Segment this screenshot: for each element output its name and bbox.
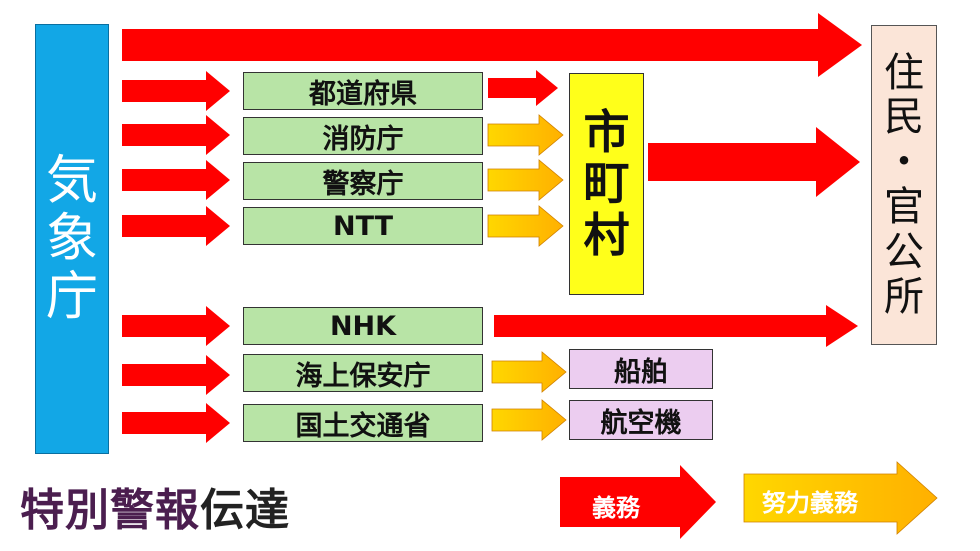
residents-char-3: ・ bbox=[884, 139, 924, 186]
residents-char-1: 住 bbox=[884, 49, 924, 96]
municipality-char-2: 町 bbox=[583, 156, 630, 211]
agency-nhk: NHK bbox=[243, 307, 483, 345]
residents-char-6: 所 bbox=[884, 273, 924, 320]
arrow-jma-ntt bbox=[122, 206, 230, 246]
agency-police: 警察庁 bbox=[243, 162, 483, 200]
arrow-coastguard-ships bbox=[491, 351, 567, 393]
legend-effort-arrow bbox=[743, 461, 938, 535]
residents-char-2: 民 bbox=[884, 94, 924, 141]
agency-mlit: 国土交通省 bbox=[243, 404, 483, 442]
diagram-title: 特別警報伝達 bbox=[20, 474, 290, 538]
residents-char-4: 官 bbox=[884, 184, 924, 230]
arrow-nhk-residents bbox=[494, 305, 858, 347]
arrow-jma-residents bbox=[122, 13, 862, 77]
residents-box: 住 民 ・ 官 公 所 bbox=[871, 25, 937, 345]
agency-fire-dept: 消防庁 bbox=[243, 117, 483, 155]
title-tail: 伝達 bbox=[200, 485, 290, 536]
aircraft-box: 航空機 bbox=[569, 400, 713, 440]
arrow-jma-prefecture bbox=[122, 71, 230, 111]
residents-char-5: 公 bbox=[884, 228, 924, 275]
legend-effort-label: 努力義務 bbox=[762, 489, 858, 517]
agency-coast-guard: 海上保安庁 bbox=[243, 354, 483, 392]
arrow-municipality-residents bbox=[648, 127, 860, 197]
arrow-ntt-municipality bbox=[487, 205, 564, 247]
agency-ntt: NTT bbox=[243, 207, 483, 245]
ships-box: 船舶 bbox=[569, 349, 713, 389]
arrow-jma-coast-guard bbox=[122, 355, 230, 395]
arrow-jma-fire-dept bbox=[122, 115, 230, 155]
jma-char-3: 庁 bbox=[45, 267, 98, 328]
arrow-prefecture-municipality bbox=[488, 70, 558, 106]
jma-char-2: 象 bbox=[45, 208, 98, 269]
arrow-fire-municipality bbox=[487, 114, 564, 156]
arrow-jma-nhk bbox=[122, 306, 230, 346]
jma-source-box: 気 象 庁 bbox=[35, 24, 109, 454]
municipality-char-3: 村 bbox=[583, 207, 630, 262]
arrow-jma-mlit bbox=[122, 403, 230, 443]
arrow-police-municipality bbox=[487, 159, 564, 201]
jma-char-1: 気 bbox=[45, 150, 98, 211]
legend-duty-label: 義務 bbox=[592, 494, 640, 522]
municipality-box: 市 町 村 bbox=[569, 73, 644, 295]
title-main: 特別警報 bbox=[20, 485, 200, 536]
arrow-jma-police bbox=[122, 160, 230, 200]
agency-prefecture: 都道府県 bbox=[243, 72, 483, 110]
arrow-mlit-aircraft bbox=[491, 399, 567, 441]
legend-duty-arrow bbox=[560, 465, 716, 539]
municipality-char-1: 市 bbox=[583, 104, 630, 159]
